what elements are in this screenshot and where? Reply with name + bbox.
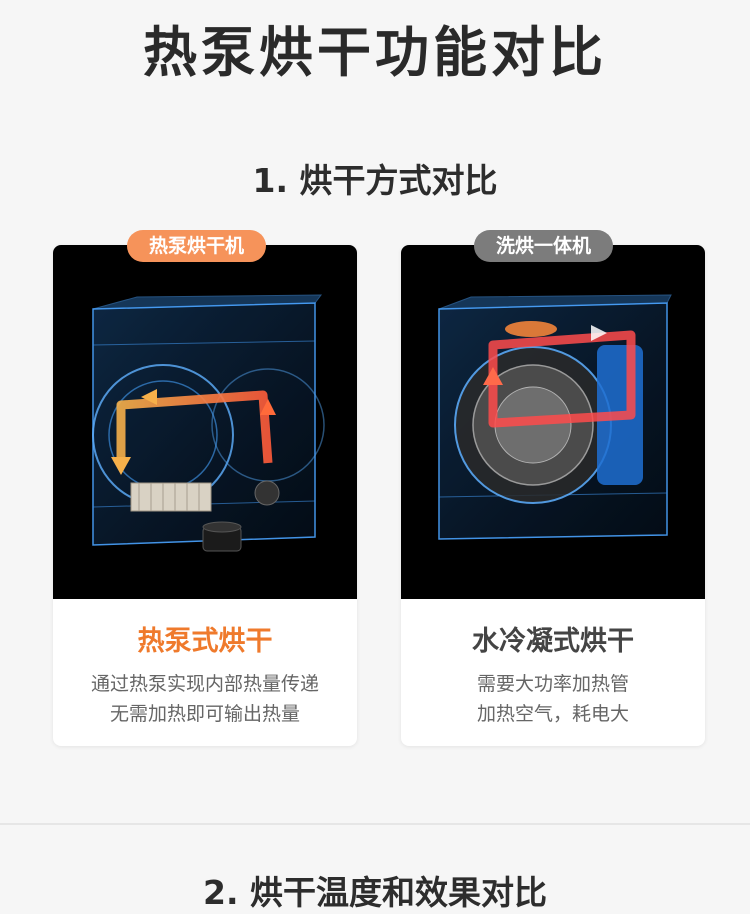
heat-pump-card: 热泵式烘干 通过热泵实现内部热量传递 无需加热即可输出热量 (53, 245, 357, 746)
section-title-temperature: 2. 烘干温度和效果对比 (203, 873, 547, 912)
page-title: 热泵烘干功能对比 (143, 21, 607, 84)
section-divider (0, 823, 750, 825)
washer-dryer-card: 水冷凝式烘干 需要大功率加热管 加热空气，耗电大 (401, 245, 705, 746)
section-title-method: 1. 烘干方式对比 (252, 161, 498, 200)
heat-pump-desc-line2: 无需加热即可输出热量 (109, 703, 300, 725)
heat-pump-desc-line1: 通过热泵实现内部热量传递 (90, 673, 319, 695)
washer-dryer-badge: 洗烘一体机 (474, 230, 614, 262)
washer-dryer-desc-line2: 加热空气，耗电大 (476, 703, 629, 725)
heat-pump-dryer-image (53, 245, 357, 599)
heat-pump-dryer-badge: 热泵烘干机 (127, 230, 267, 262)
washer-dryer-desc-line1: 需要大功率加热管 (476, 673, 629, 695)
washer-dryer-image (401, 245, 705, 599)
heat-pump-dryer-title: 热泵式烘干 (137, 626, 273, 657)
washer-dryer-title: 水冷凝式烘干 (472, 626, 634, 657)
